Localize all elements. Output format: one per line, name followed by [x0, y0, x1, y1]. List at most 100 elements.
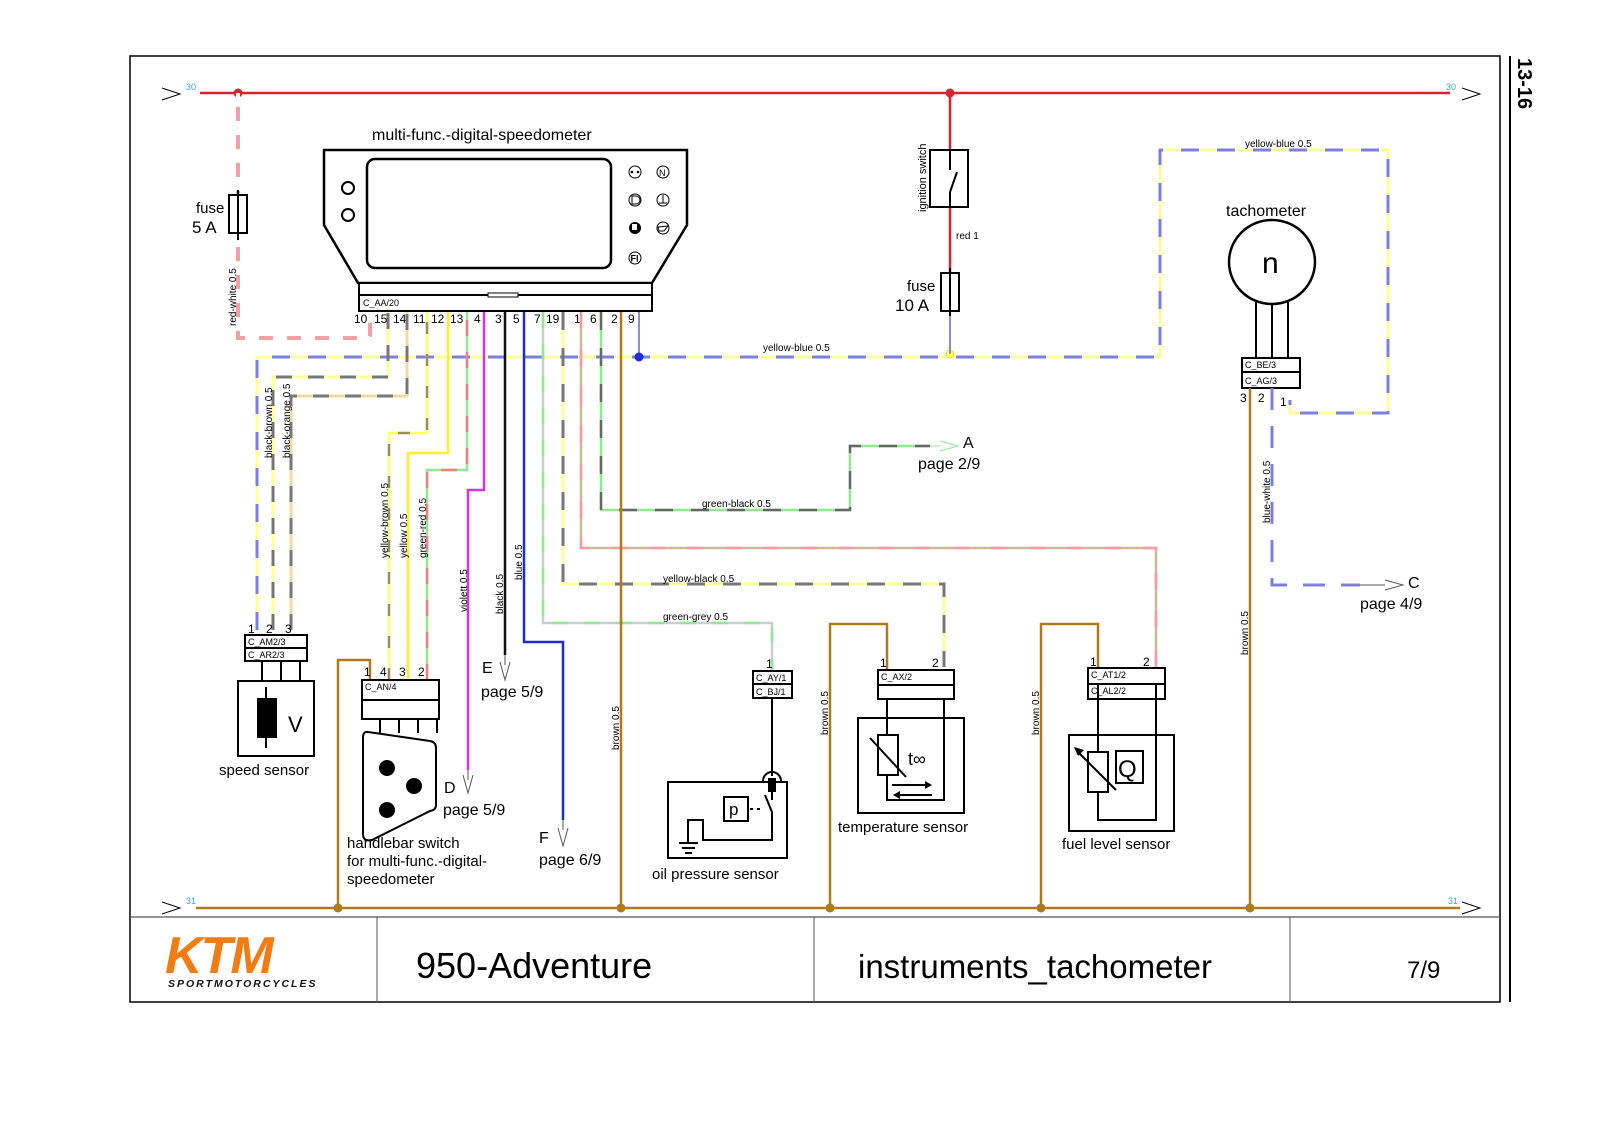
- fuse-rating: 5 A: [192, 218, 217, 237]
- pin-label: 1: [1090, 655, 1097, 669]
- high-beam-icon: [628, 165, 642, 179]
- rail-31-label-right: 31: [1448, 896, 1458, 906]
- pin-label: 1: [766, 657, 773, 671]
- handlebar-switch-label: speedometer: [347, 871, 435, 888]
- svg-text:6: 6: [590, 312, 597, 326]
- wire-yellow-brown: yellow-brown 0.5: [380, 312, 429, 680]
- svg-text:7: 7: [534, 312, 541, 326]
- wire-green-grey: green-grey 0.5: [541, 312, 774, 670]
- pin-label: 3: [399, 665, 406, 679]
- ref-letter-a: A: [963, 435, 974, 452]
- svg-text:11: 11: [413, 312, 426, 326]
- fuel-icon: [629, 222, 641, 234]
- tachometer: tachometer n C_BE/3 C_AG/3 3 2 1: [1226, 203, 1317, 409]
- connector-label: C_AL2/2: [1091, 686, 1126, 696]
- speed-sensor-label: speed sensor: [219, 762, 309, 779]
- oil-pressure-symbol: p: [729, 800, 738, 819]
- connector-label: C_AX/2: [881, 672, 912, 682]
- connector-label: C_AY/1: [756, 673, 786, 683]
- rail-30-label-left: 30: [186, 82, 196, 92]
- ref-letter-e: E: [482, 660, 493, 677]
- wire-label: yellow 0.5: [399, 513, 410, 558]
- ground-out-arrow-icon: [1461, 901, 1482, 915]
- wire-label: green-grey 0.5: [663, 612, 728, 623]
- sheet-frame: [129, 55, 1501, 1003]
- connector-label: C_AN/4: [365, 682, 397, 692]
- ref-arrow-icon: [939, 440, 960, 452]
- wire-label: black-orange 0.5: [282, 383, 293, 458]
- pin-label: 3: [1240, 391, 1247, 405]
- switch-button-icon: [379, 760, 395, 776]
- speedometer-title: multi-func.-digital-speedometer: [372, 127, 592, 144]
- rail-31: 31 31: [161, 896, 1482, 915]
- pin-label: 2: [1143, 655, 1150, 669]
- rail-out-arrow-icon: [1461, 87, 1482, 101]
- connector-label: C_AM2/3: [248, 637, 286, 647]
- speedometer-pin-labels: 10 15 14 11 12 13 4 3 5 7 19 1 6 2 9: [354, 312, 635, 326]
- fuel-level-symbol: Q: [1118, 756, 1137, 783]
- button-circle-icon: [341, 208, 355, 222]
- page-number: 7/9: [1407, 957, 1440, 984]
- button-circle-icon: [341, 181, 355, 195]
- svg-text:3: 3: [495, 312, 502, 326]
- connector-label: C_BJ/1: [756, 687, 786, 697]
- wire-blue-white: blue-white 0.5: [1262, 388, 1405, 591]
- wire-label: yellow-black 0.5: [663, 574, 735, 585]
- wire-yellow-black: yellow-black 0.5: [561, 312, 946, 667]
- wire-label: yellow-brown 0.5: [380, 483, 391, 558]
- model-name: 950-Adventure: [416, 945, 652, 986]
- multi-func-digital-speedometer: multi-func.-digital-speedometer N FI C_A…: [322, 127, 689, 326]
- ref-arrow-icon: [1384, 579, 1405, 591]
- svg-text:13: 13: [450, 312, 464, 326]
- speed-sensor: 1 2 3 C_AM2/3 C_AR2/3 V speed sensor: [219, 622, 315, 779]
- connector-label: C_BE/3: [1245, 360, 1276, 370]
- svg-text:2: 2: [611, 312, 618, 326]
- connector-label: C_AA/20: [363, 298, 399, 308]
- wire-label: brown 0.5: [1031, 691, 1042, 735]
- pin-label: 2: [418, 665, 425, 679]
- wire-label: green-red 0.5: [418, 498, 429, 558]
- svg-text:14: 14: [393, 312, 407, 326]
- handlebar-switch: 1 4 3 2 C_AN/4 handlebar switch for mult…: [347, 665, 487, 888]
- ref-letter-f: F: [539, 830, 549, 847]
- pin-label: 1: [248, 622, 255, 636]
- svg-text:9: 9: [628, 312, 635, 326]
- pin-label: 4: [380, 665, 387, 679]
- ktm-logo: KTM SPORTMOTORCYCLES: [165, 927, 315, 990]
- svg-text:1: 1: [574, 312, 581, 326]
- svg-text:15: 15: [374, 312, 388, 326]
- connector-label: C_AG/3: [1245, 376, 1277, 386]
- handlebar-switch-label: handlebar switch: [347, 835, 460, 852]
- oil-pressure-sensor: 1 C_AY/1 C_BJ/1 p oil pressure sensor: [652, 657, 793, 883]
- speed-sensor-symbol: V: [288, 712, 303, 737]
- pin-label: 2: [932, 656, 939, 670]
- fuse-label: fuse: [196, 200, 224, 217]
- svg-text:FI: FI: [631, 254, 639, 264]
- oil-icon: [656, 221, 670, 235]
- wire-green-black: green-black 0.5: [599, 312, 960, 512]
- title-block: KTM SPORTMOTORCYCLES 950-Adventure instr…: [130, 916, 1500, 1002]
- wire-label: black-brown 0.5: [264, 387, 275, 458]
- oil-pressure-label: oil pressure sensor: [652, 866, 779, 883]
- temperature-sensor: brown 0.5 1 2 C_AX/2 t∞ temperature sens…: [820, 622, 968, 908]
- wire-label: blue-white 0.5: [1262, 460, 1273, 523]
- rail-30-label-right: 30: [1446, 82, 1456, 92]
- svg-text:19: 19: [546, 312, 560, 326]
- fuel-level-sensor: brown 0.5 1 2 C_AT1/2 C_AL2/2 Q fuel lev…: [1031, 622, 1175, 908]
- ignition-branch: ignition switch red 1 fuse 10 A: [895, 93, 979, 354]
- wire-label: green-black 0.5: [702, 499, 771, 510]
- fuse-label: fuse: [907, 278, 935, 295]
- wire-label: brown 0.5: [611, 706, 622, 750]
- switch-button-icon: [406, 778, 422, 794]
- headlight-icon: [628, 193, 642, 207]
- pin-label: 2: [266, 622, 273, 636]
- ignition-switch-label: ignition switch: [917, 144, 929, 212]
- ref-page-f: page 6/9: [539, 852, 601, 869]
- ref-page-c: page 4/9: [1360, 596, 1422, 613]
- wire-label: black 0.5: [495, 574, 506, 614]
- svg-text:12: 12: [431, 312, 445, 326]
- svg-text:5: 5: [513, 312, 520, 326]
- pin-label: 1: [880, 656, 887, 670]
- wire-label: brown 0.5: [1240, 611, 1251, 655]
